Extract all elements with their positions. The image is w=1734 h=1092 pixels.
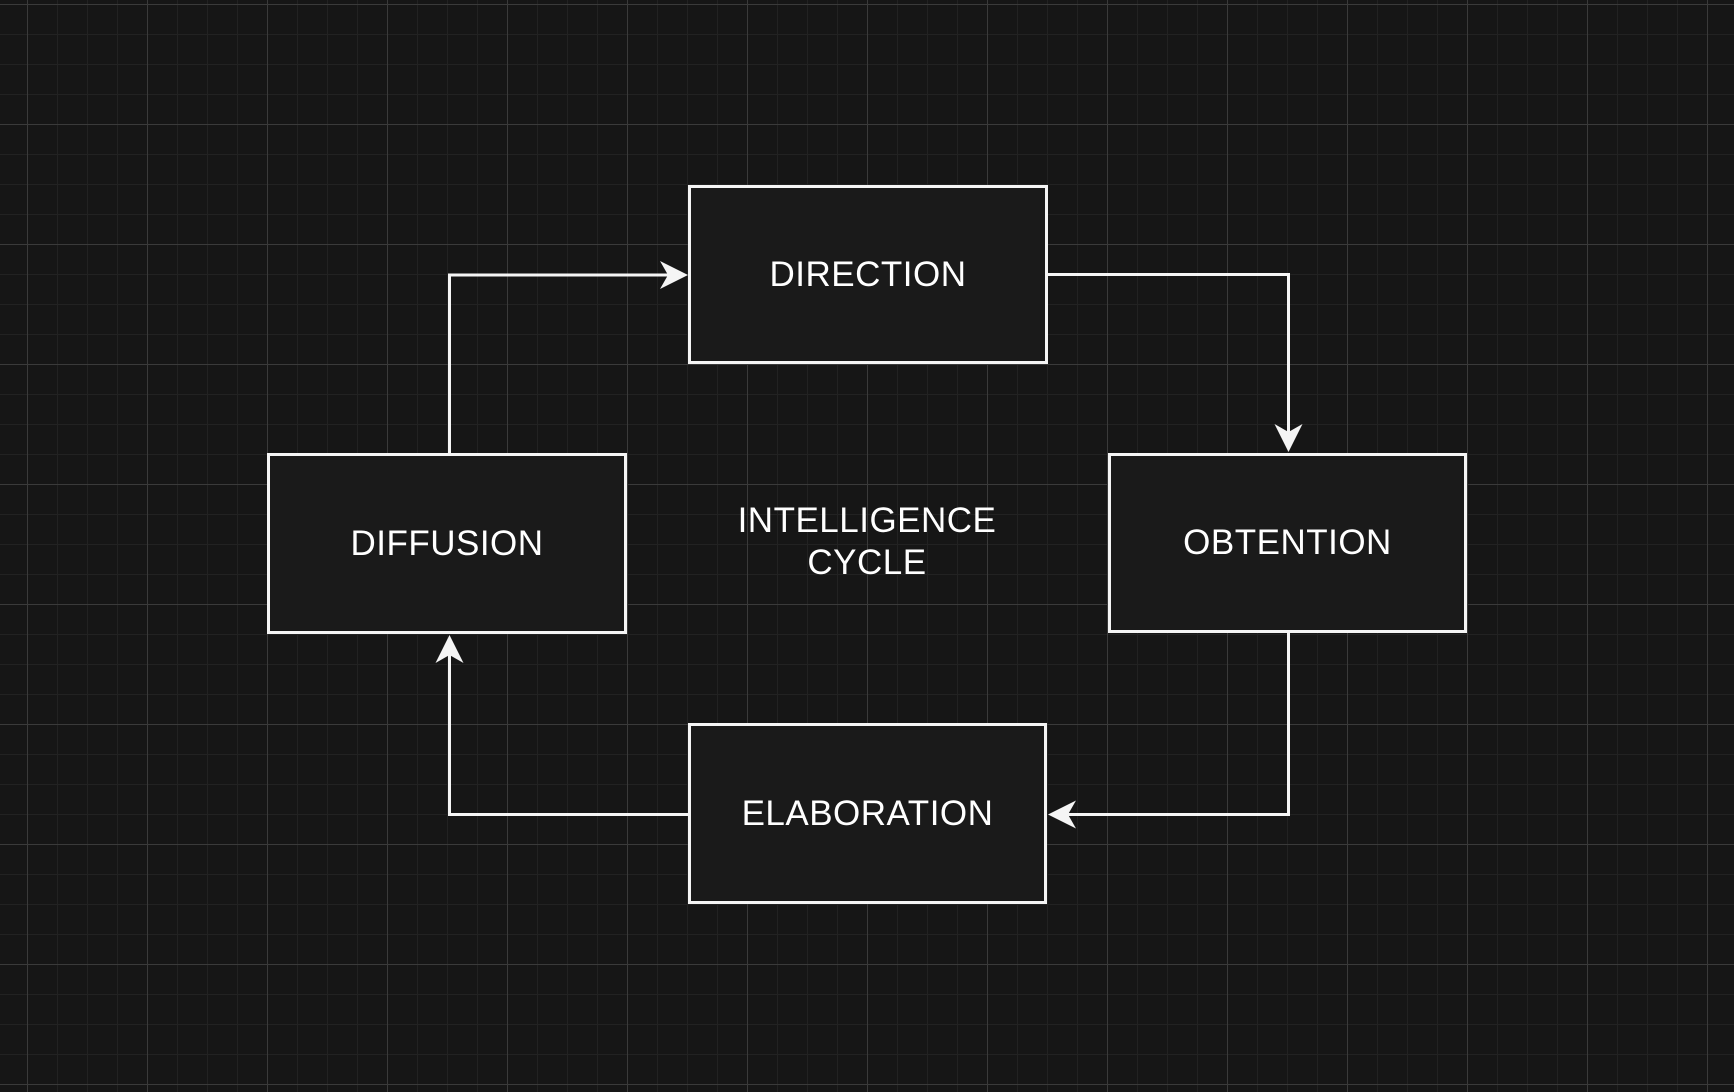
node-obtention[interactable]: OBTENTION (1108, 453, 1467, 633)
node-obtention-label: OBTENTION (1183, 523, 1392, 562)
connector-obtention-to-elaboration[interactable] (1068, 633, 1290, 816)
arrowhead-down-icon (1274, 424, 1303, 452)
node-direction-label: DIRECTION (769, 254, 967, 294)
arrowhead-left-icon (1048, 800, 1076, 829)
connector-diffusion-to-direction[interactable] (448, 273, 669, 453)
diagram-title[interactable]: INTELLIGENCE CYCLE (692, 500, 1042, 584)
connector-elaboration-to-diffusion[interactable] (448, 655, 689, 816)
node-direction[interactable]: DIRECTION (688, 185, 1048, 364)
node-elaboration-label: ELABORATION (741, 793, 994, 833)
node-diffusion[interactable]: DIFFUSION (267, 453, 627, 634)
arrowhead-up-icon (435, 635, 464, 663)
diagram-title-line2: CYCLE (807, 543, 927, 582)
arrowhead-right-icon (660, 261, 688, 289)
diagram-title-line1: INTELLIGENCE (737, 501, 997, 540)
node-diffusion-label: DIFFUSION (350, 523, 544, 563)
node-elaboration[interactable]: ELABORATION (688, 723, 1047, 904)
connector-direction-to-obtention[interactable] (1048, 273, 1290, 433)
